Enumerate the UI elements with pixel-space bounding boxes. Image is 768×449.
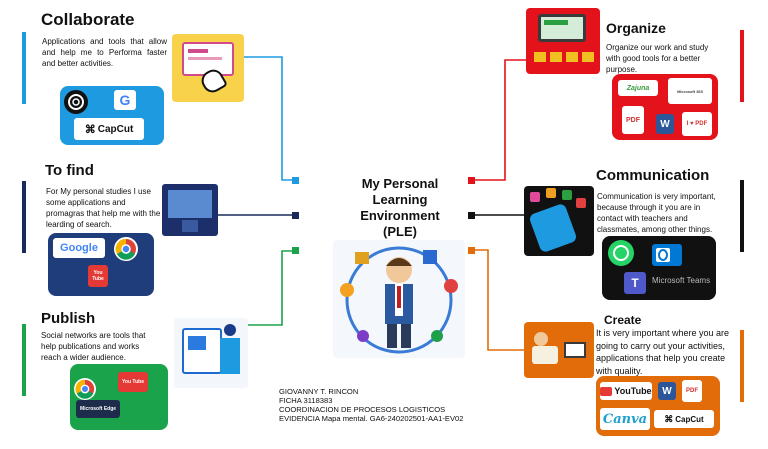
- connector-dot-create: [468, 247, 475, 254]
- credits: GIOVANNY T. RINCON FICHA 3118383 COORDIN…: [279, 387, 509, 423]
- collaborate-illustration: [172, 34, 244, 102]
- i-love-pdf-logo[interactable]: I ♥ PDF: [682, 112, 712, 136]
- credits-line: COORDINACION DE PROCESOS LOGISTICOS: [279, 405, 446, 414]
- organize-title: Organize: [606, 20, 666, 36]
- connector-dot-organize: [468, 177, 475, 184]
- communication-title: Communication: [596, 167, 710, 184]
- to-find-illustration: [162, 184, 218, 236]
- to-find-logos-card: Google You Tube: [48, 233, 154, 296]
- collaborate-text: Applications and tools that allow and he…: [42, 37, 167, 68]
- capcut-logo[interactable]: ⌘CapCut: [654, 410, 714, 428]
- google-logo[interactable]: Google: [53, 238, 105, 258]
- capcut-label: CapCut: [97, 123, 134, 135]
- youtube-icon[interactable]: You Tube: [118, 372, 148, 392]
- center-title-line: Environment: [360, 208, 440, 223]
- create-illustration: [524, 322, 594, 378]
- publish-text: Social networks are tools that help publ…: [41, 331, 146, 362]
- chrome-icon[interactable]: [74, 378, 96, 400]
- pdf-icon[interactable]: PDF: [682, 380, 702, 402]
- create-bar: [740, 330, 744, 402]
- collaborate-bar: [22, 32, 26, 104]
- connector-dot-communication: [468, 212, 475, 219]
- collaborate-title: Collaborate: [41, 10, 135, 29]
- create-text: It is very important where you are going…: [596, 328, 730, 376]
- zajuna-logo[interactable]: Zajuna: [618, 80, 658, 96]
- to-find-text: For My personal studies I use some appli…: [46, 187, 161, 229]
- publish-logos-card: You Tube Microsoft Edge: [70, 364, 168, 430]
- credits-line: GIOVANNY T. RINCON: [279, 387, 359, 396]
- create-logos-card: YouTube W PDF Canva ⌘CapCut: [596, 376, 720, 436]
- communication-text: Communication is very important, because…: [597, 192, 716, 234]
- publish-bar: [22, 324, 26, 396]
- communication-bar: [740, 180, 744, 252]
- to-find-title: To find: [45, 162, 94, 179]
- edge-icon[interactable]: Microsoft Edge: [76, 400, 120, 418]
- word-icon[interactable]: W: [658, 382, 676, 400]
- word-icon[interactable]: W: [656, 114, 674, 134]
- credits-line: FICHA 3118383: [279, 396, 333, 405]
- pdf-icon[interactable]: PDF: [622, 106, 644, 134]
- organize-text: Organize our work and study with good to…: [606, 43, 709, 74]
- connector-dot-to-find: [292, 212, 299, 219]
- microsoft-365-logo[interactable]: Microsoft 365: [668, 78, 712, 104]
- whatsapp-icon[interactable]: [608, 240, 634, 266]
- gmail-icon[interactable]: G: [114, 90, 136, 110]
- communication-illustration: [524, 186, 594, 256]
- center-title-line: My Personal: [361, 176, 439, 191]
- credits-line: EVIDENCIA Mapa mental. GA6-240202501-AA1…: [279, 414, 464, 423]
- organize-illustration: [526, 8, 600, 74]
- collaborate-logos-card: G ⌘CapCut: [60, 86, 164, 145]
- capcut-icon[interactable]: ⌘CapCut: [74, 118, 144, 140]
- capcut-label: CapCut: [675, 414, 704, 424]
- communication-logos-card: T Microsoft Teams: [602, 236, 716, 300]
- teams-icon[interactable]: T: [624, 272, 646, 294]
- organize-logos-card: Zajuna Microsoft 365 PDF W I ♥ PDF: [612, 74, 718, 140]
- teams-label: Microsoft Teams: [652, 276, 711, 285]
- center-title: My Personal Learning Environment (PLE): [330, 176, 470, 240]
- center-illustration: [333, 240, 465, 358]
- youtube-logo[interactable]: YouTube: [600, 382, 652, 400]
- openai-icon[interactable]: [64, 90, 88, 114]
- chrome-icon[interactable]: [114, 237, 138, 261]
- publish-title: Publish: [41, 310, 96, 327]
- center-title-line: (PLE): [383, 224, 417, 239]
- organize-bar: [740, 30, 744, 102]
- outlook-icon[interactable]: [652, 244, 682, 266]
- to-find-bar: [22, 181, 26, 253]
- youtube-label: YouTube: [614, 386, 652, 396]
- publish-illustration: [174, 318, 248, 388]
- youtube-icon[interactable]: You Tube: [88, 265, 108, 287]
- connector-dot-collaborate: [292, 177, 299, 184]
- connector-dot-publish: [292, 247, 299, 254]
- center-title-line: Learning: [372, 192, 428, 207]
- canva-logo[interactable]: Canva: [600, 408, 650, 430]
- create-title: Create: [604, 313, 642, 327]
